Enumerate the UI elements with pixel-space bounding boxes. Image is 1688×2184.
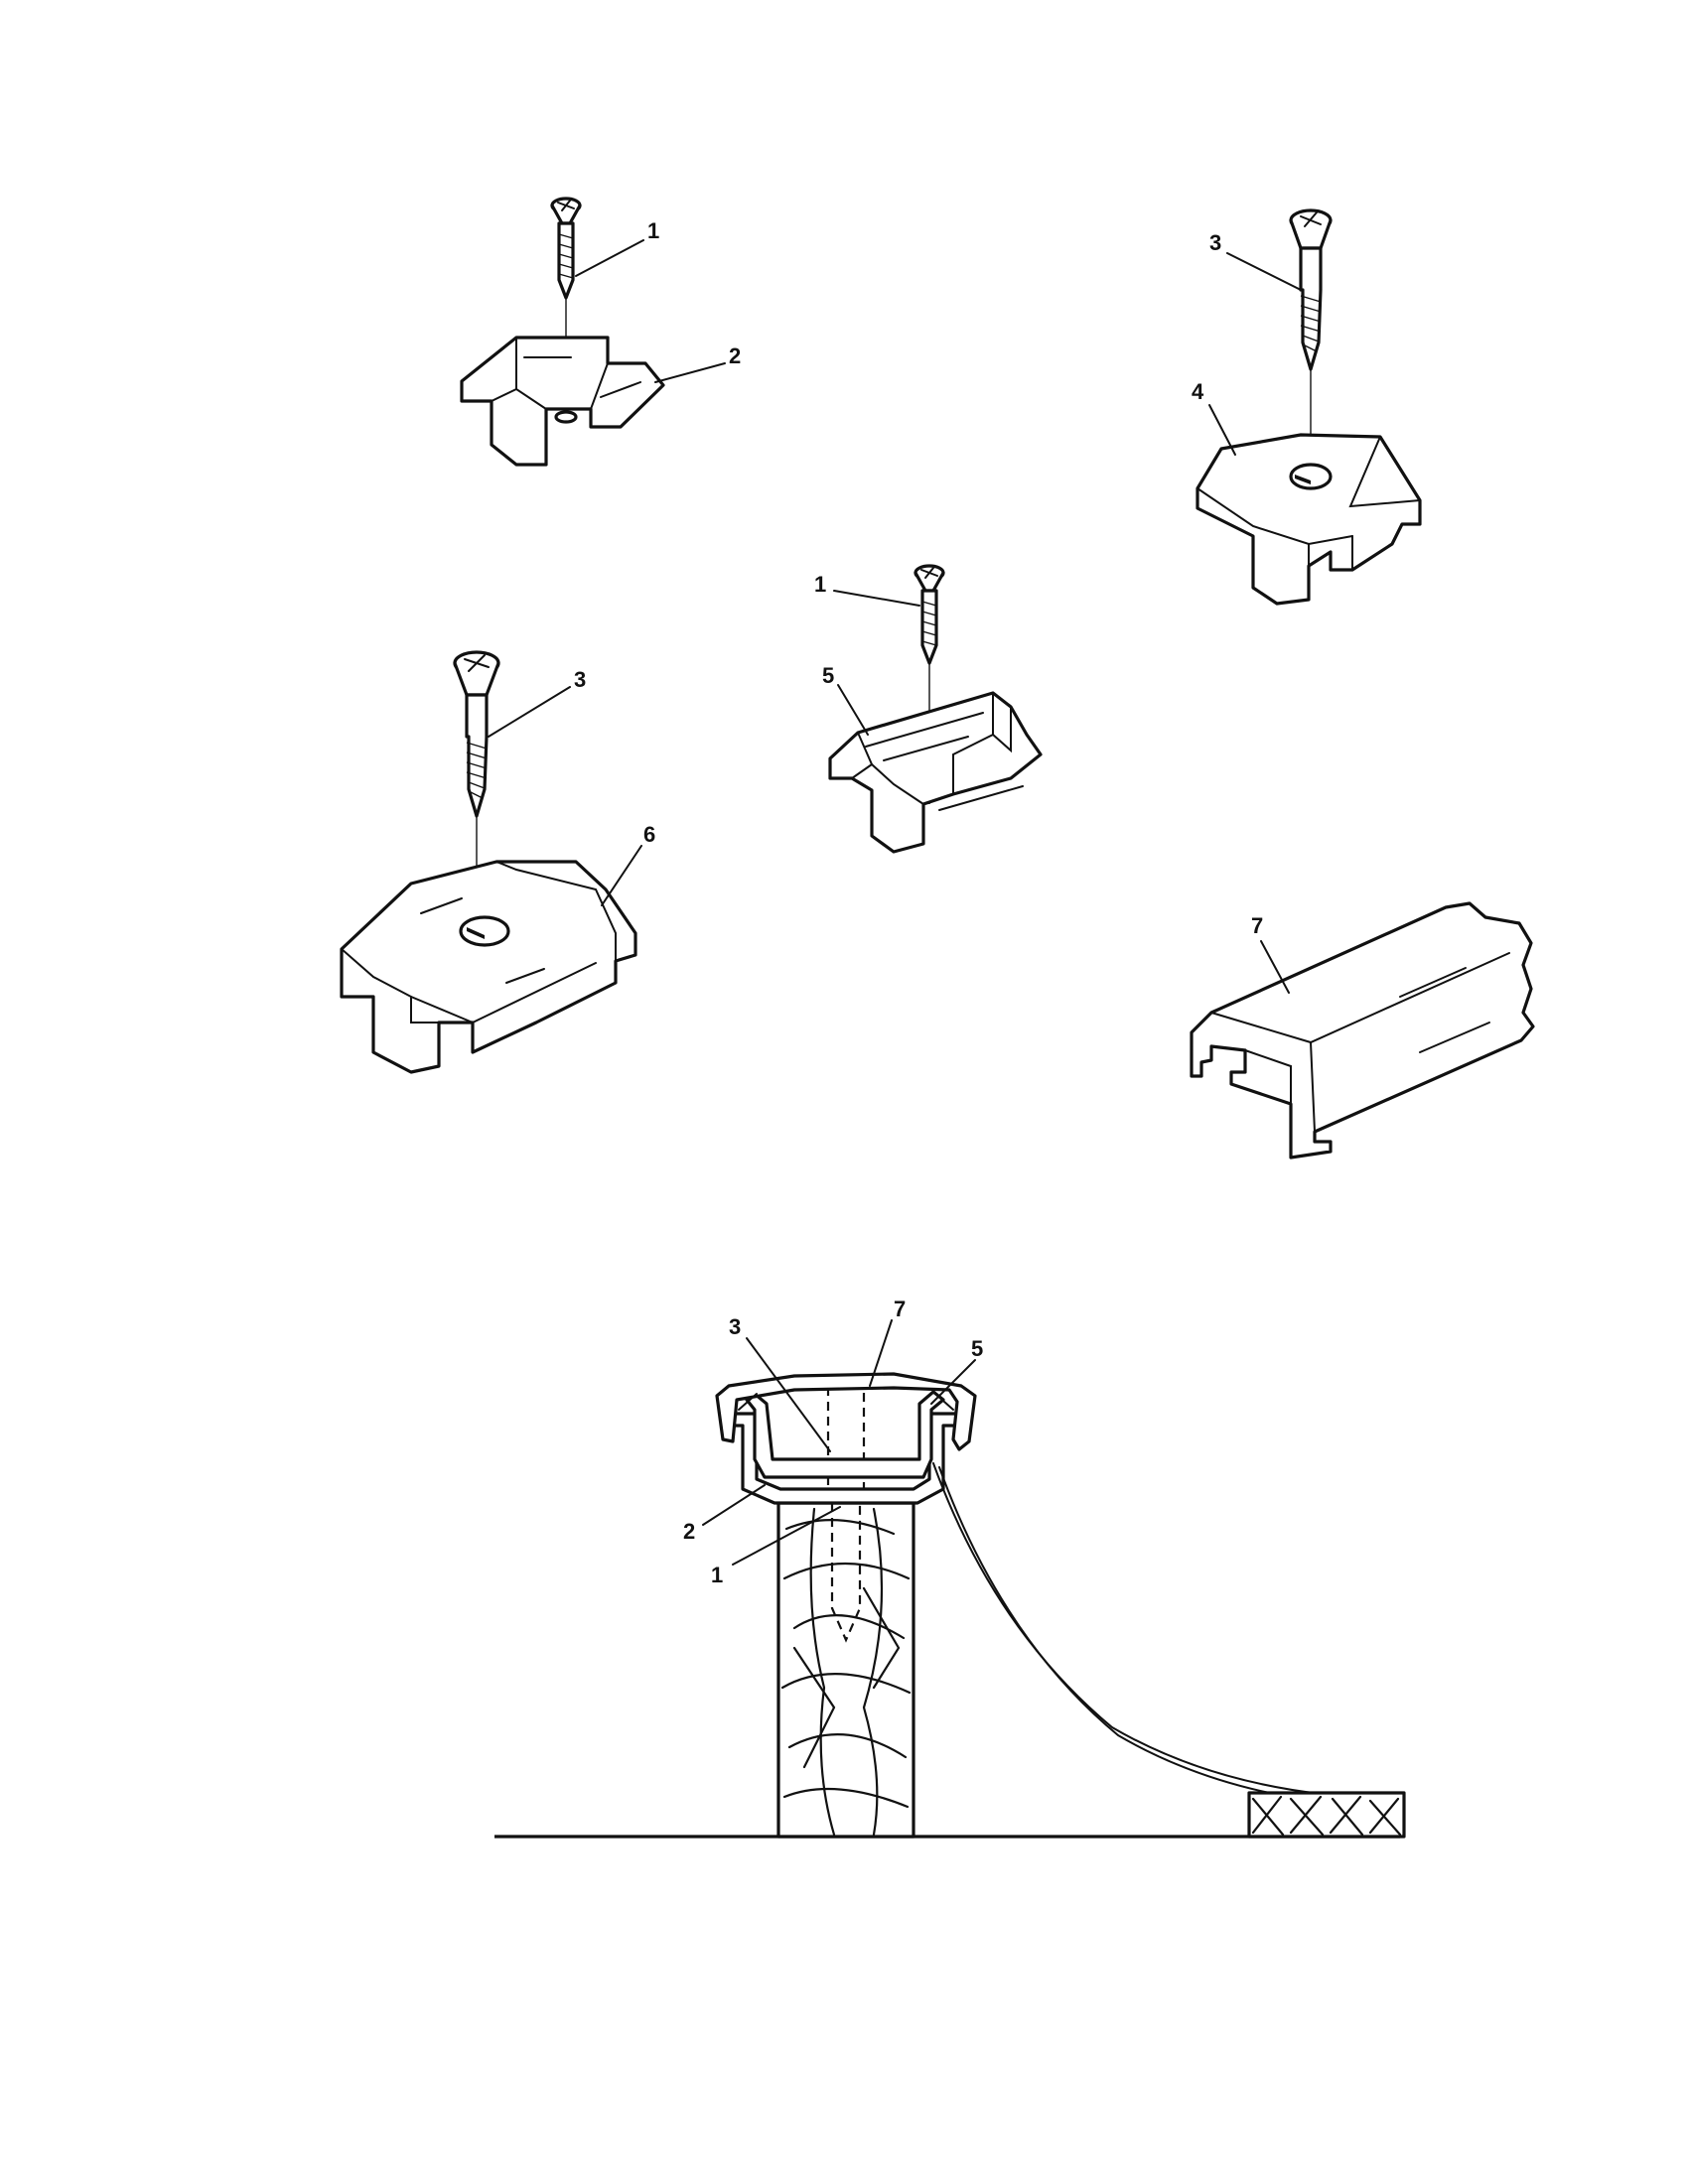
callouts-group-a: 1 2 bbox=[575, 218, 741, 383]
section-callout-7: 7 bbox=[894, 1297, 906, 1321]
callout-1: 1 bbox=[647, 218, 659, 243]
callout-6: 6 bbox=[643, 822, 655, 847]
callout-3b: 3 bbox=[574, 667, 586, 692]
section-callout-2: 2 bbox=[683, 1519, 695, 1544]
section-callout-5: 5 bbox=[971, 1336, 983, 1361]
callouts-group-e: 7 bbox=[1251, 913, 1290, 994]
cap-rail bbox=[1190, 901, 1535, 1160]
end-block-small bbox=[1196, 433, 1422, 606]
callouts-group-d: 3 6 bbox=[488, 667, 655, 906]
screw-small-b bbox=[914, 564, 945, 804]
section-fabric bbox=[932, 1462, 1401, 1800]
screw-small-a bbox=[550, 197, 582, 417]
callout-2: 2 bbox=[729, 343, 741, 368]
channel-clip bbox=[828, 691, 1043, 854]
callouts-group-c: 1 5 bbox=[814, 572, 920, 736]
section-callout-3: 3 bbox=[729, 1314, 741, 1339]
callout-1b: 1 bbox=[814, 572, 826, 597]
end-block-large bbox=[340, 860, 637, 1074]
wood-post bbox=[776, 1501, 915, 1839]
callout-4: 4 bbox=[1192, 379, 1204, 404]
anchor-block bbox=[1247, 1791, 1406, 1839]
section-callout-1: 1 bbox=[711, 1563, 723, 1587]
section-cap-rail bbox=[715, 1372, 977, 1451]
section-channel-clip bbox=[745, 1390, 945, 1479]
callouts-group-b: 3 4 bbox=[1192, 230, 1302, 456]
callout-7: 7 bbox=[1251, 913, 1263, 938]
section-view: 3 7 5 2 1 bbox=[494, 1297, 1406, 1839]
channel-base bbox=[460, 336, 665, 467]
callout-3: 3 bbox=[1209, 230, 1221, 255]
callout-5: 5 bbox=[822, 663, 834, 688]
screw-large-a bbox=[1289, 208, 1333, 475]
screw-large-b bbox=[453, 650, 500, 933]
